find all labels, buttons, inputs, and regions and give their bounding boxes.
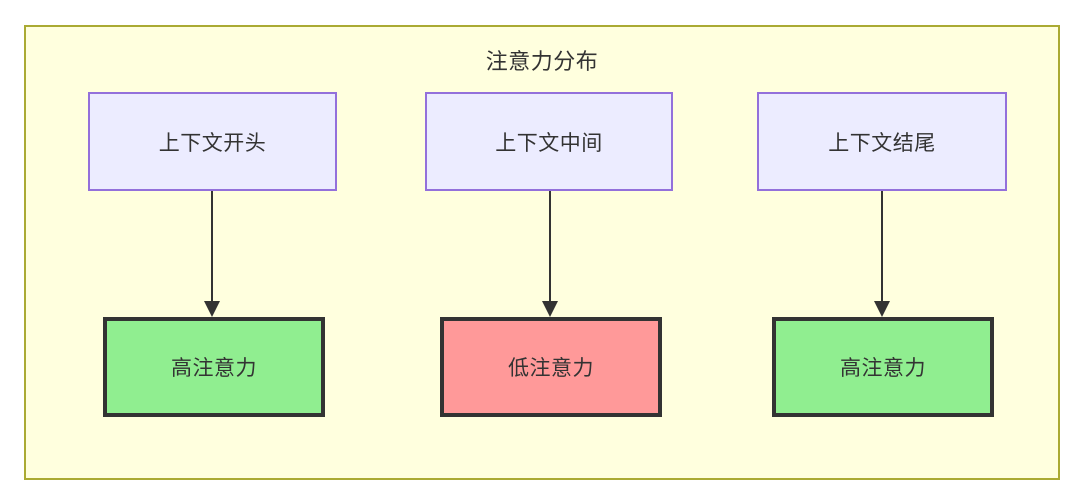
subgraph-title: 注意力分布 [485, 49, 599, 74]
node-high-attention-start[interactable]: 高注意力 [103, 317, 325, 417]
node-context-start[interactable]: 上下文开头 [88, 92, 337, 191]
node-context-end[interactable]: 上下文结尾 [757, 92, 1007, 191]
node-context-middle[interactable]: 上下文中间 [425, 92, 673, 191]
node-high-attention-end[interactable]: 高注意力 [772, 317, 994, 417]
node-low-attention-middle[interactable]: 低注意力 [440, 317, 662, 417]
